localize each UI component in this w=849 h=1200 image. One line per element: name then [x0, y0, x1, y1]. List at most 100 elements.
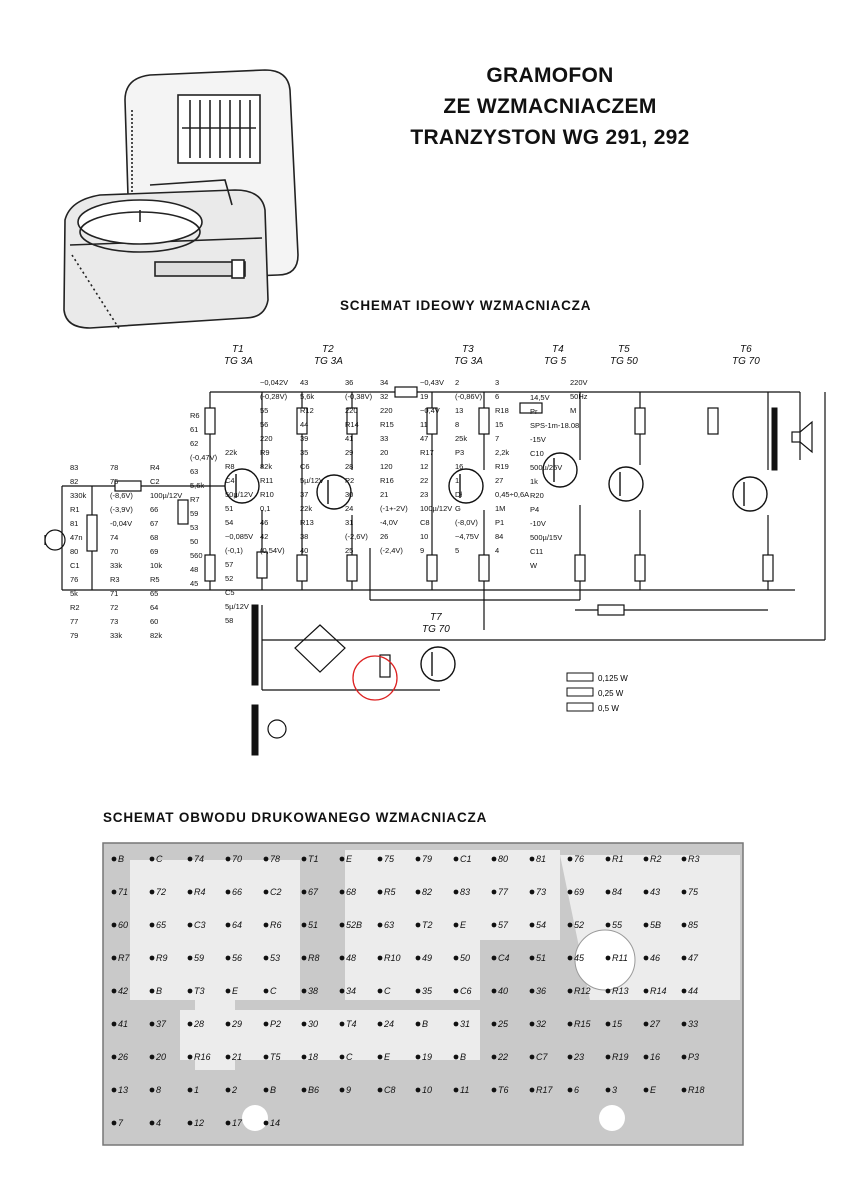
schematic-label: 35	[300, 448, 308, 457]
schematic-label: 21	[380, 490, 388, 499]
pcb-label: 78	[270, 854, 280, 864]
schematic-label: 2,2k	[495, 448, 509, 457]
pcb-pad	[339, 1054, 345, 1060]
pcb-label: R16	[194, 1052, 211, 1062]
schematic-label: 120	[380, 462, 393, 471]
pcb-label: 81	[536, 854, 546, 864]
pcb-pad	[605, 1021, 611, 1027]
pcb-label: 2	[231, 1085, 237, 1095]
schematic-label: 71	[110, 589, 118, 598]
schematic-label: 45	[190, 579, 198, 588]
schematic-label: 34	[380, 378, 388, 387]
pcb-pad	[377, 955, 383, 961]
schematic-label: 16	[455, 462, 463, 471]
schematic-label: R10	[260, 490, 274, 499]
pcb-pad	[567, 1021, 573, 1027]
title-line-1: GRAMOFON	[486, 64, 614, 87]
pcb-label: C	[384, 986, 391, 996]
pcb-label: R10	[384, 953, 401, 963]
schematic-label: C2	[150, 477, 160, 486]
schematic-label: 33k	[110, 631, 122, 640]
pcb-label: 53	[270, 953, 280, 963]
pcb-pad	[643, 955, 649, 961]
pcb-pad	[529, 1054, 535, 1060]
pcb-pad	[263, 856, 269, 862]
schematic-label: 27	[495, 476, 503, 485]
schematic-label: C11	[530, 547, 543, 556]
pcb-pad	[339, 955, 345, 961]
pcb-label: 56	[232, 953, 242, 963]
pcb-label: 72	[156, 887, 166, 897]
pcb-label: 19	[422, 1052, 432, 1062]
pcb-pad	[567, 922, 573, 928]
schematic-label: R17	[420, 448, 434, 457]
pcb-pad	[453, 889, 459, 895]
pcb-label: C4	[498, 953, 510, 963]
pcb-label: 27	[649, 1019, 661, 1029]
schematic-label: 220V	[570, 378, 588, 387]
pcb-pad	[301, 1021, 307, 1027]
pcb-pad	[605, 856, 611, 862]
pcb-pad	[187, 922, 193, 928]
pcb-label: 15	[612, 1019, 623, 1029]
transistor-ref-label: T4	[552, 344, 564, 355]
transistor-type-label: TG 3A	[314, 356, 343, 367]
title-line-3: TRANZYSTON WG 291, 292	[410, 126, 690, 149]
schematic-label: R12	[300, 406, 314, 415]
schematic-label: SPS-1m-18.08	[530, 421, 579, 430]
wattage-legend-label: 0,5 W	[598, 704, 619, 713]
bridge-rectifier	[294, 624, 398, 701]
pcb-pad	[149, 1120, 155, 1126]
pcb-pad	[681, 1021, 687, 1027]
pcb-label: P2	[270, 1019, 281, 1029]
pcb-pad	[453, 955, 459, 961]
pcb-pad	[301, 1054, 307, 1060]
transistor-type-label: TG 70	[732, 356, 760, 367]
pcb-pad	[263, 1120, 269, 1126]
schematic-label: -4,0V	[380, 518, 398, 527]
pcb-pad	[377, 1087, 383, 1093]
pcb-label: 3	[612, 1085, 617, 1095]
schematic-label: R15	[380, 420, 394, 429]
pcb-label: C8	[384, 1085, 396, 1095]
pcb-label: 10	[422, 1085, 432, 1095]
schematic-label: 36	[345, 378, 353, 387]
transistor-ref-label: T6	[740, 344, 752, 355]
pcb-pad	[263, 988, 269, 994]
pcb-pad	[149, 988, 155, 994]
pcb-label: R17	[536, 1085, 554, 1095]
pcb-label: 13	[118, 1085, 128, 1095]
pcb-label: 40	[498, 986, 508, 996]
pcb-pad	[377, 856, 383, 862]
schematic-label: ~0,4V	[420, 406, 440, 415]
pcb-label: C	[346, 1052, 353, 1062]
schematic-label: 0,1	[260, 504, 270, 513]
pcb-pad	[225, 988, 231, 994]
pcb-pad	[187, 1021, 193, 1027]
pcb-pad	[491, 1021, 497, 1027]
schematic-label: 43	[300, 378, 308, 387]
pcb-pad	[681, 922, 687, 928]
pcb-pad	[415, 955, 421, 961]
pcb-pad	[415, 889, 421, 895]
pcb-label: C3	[194, 920, 206, 930]
schematic-label: 38	[300, 532, 308, 541]
pcb-label: 9	[346, 1085, 351, 1095]
schematic-label: 50	[190, 537, 198, 546]
pcb-label: B6	[308, 1085, 319, 1095]
pcb-label: 24	[383, 1019, 394, 1029]
schematic-label: C10	[530, 449, 544, 458]
pcb-pad	[529, 856, 535, 862]
schematic-label: 5k	[70, 589, 78, 598]
schematic-label: 25	[345, 546, 353, 555]
pcb-pad	[377, 1021, 383, 1027]
schematic-label: R18	[495, 406, 509, 415]
schematic-label: 30	[345, 490, 353, 499]
pcb-pad	[453, 988, 459, 994]
schematic-label: 31	[345, 518, 353, 527]
pcb-label: 36	[536, 986, 546, 996]
pcb-label: 66	[232, 887, 242, 897]
